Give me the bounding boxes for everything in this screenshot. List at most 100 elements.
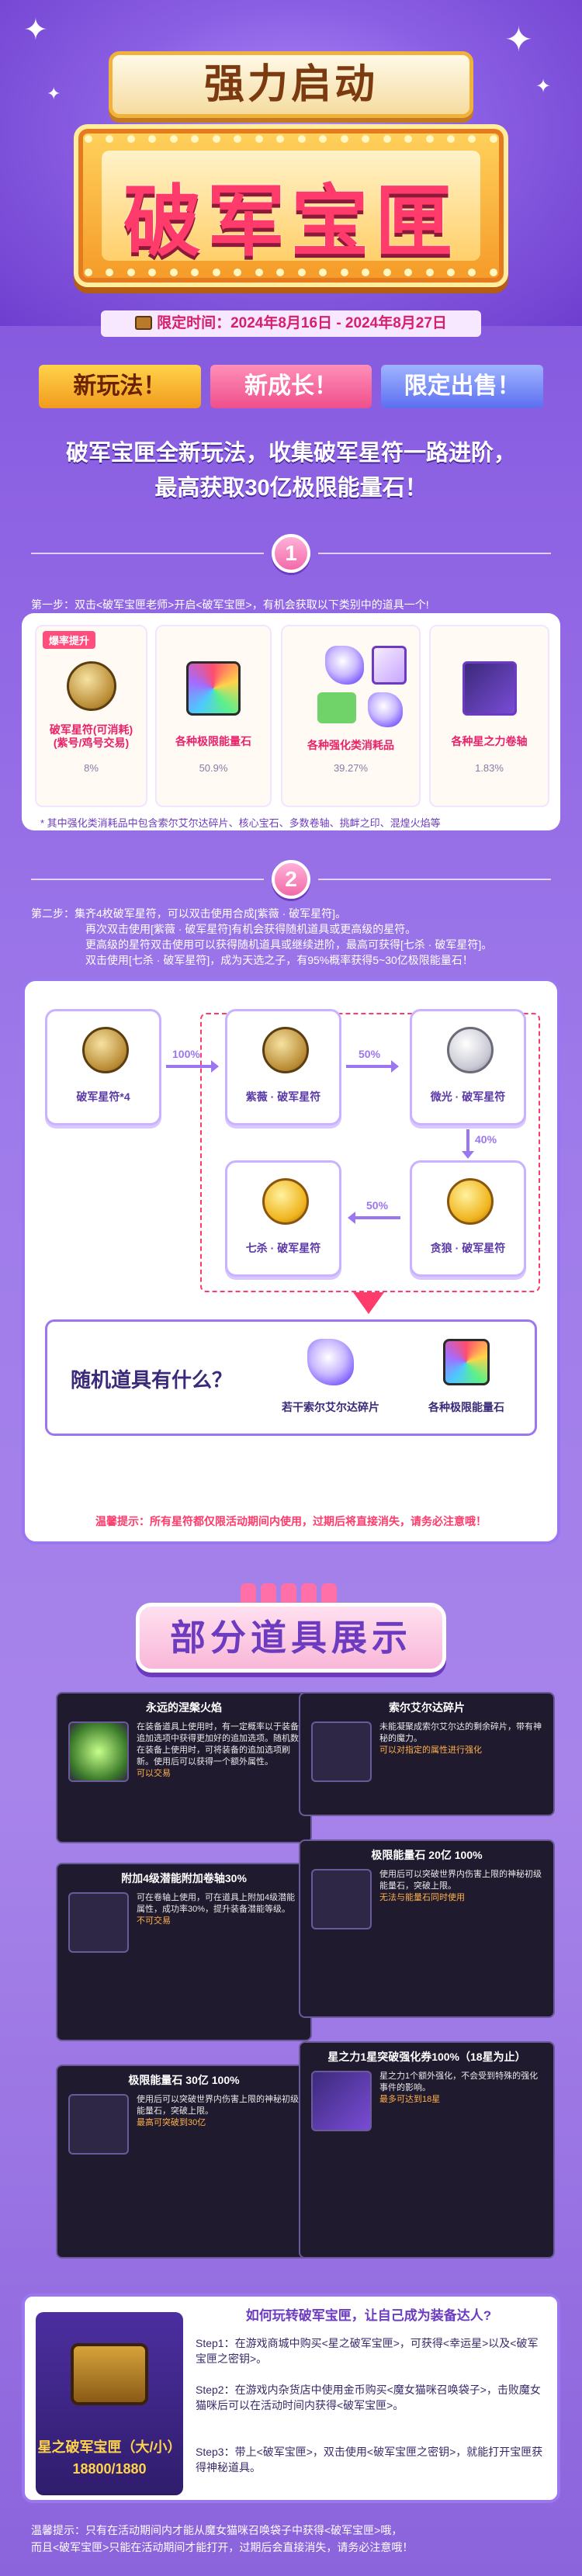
tag-new-growth: 新成长！ (210, 365, 372, 408)
chest-name: 星之破军宝匣（大/小） (37, 2439, 182, 2455)
random-items-title: 随机道具有什么？ (71, 1368, 233, 1392)
sparkle-icon: ✦ (535, 76, 552, 97)
step-divider (318, 879, 551, 880)
flow-arrow (346, 1060, 399, 1073)
random-item-label: 若干索尔艾尔达碎片 (282, 1401, 379, 1413)
reward-name: 各种星之力卷轴 (451, 735, 528, 747)
step-divider (318, 553, 551, 554)
star-talisman-icon (82, 1027, 129, 1073)
guide-step-1: Step1：在游戏商城中购买<星之破军宝匣>，可获得<幸运星>以及<破军宝匣之密… (196, 2337, 539, 2365)
sparkle-icon: ✦ (504, 21, 533, 59)
qisha-talisman-icon (262, 1178, 309, 1225)
flow-rate: 50% (366, 1199, 389, 1212)
guide-question: 如何玩转破军宝匣，让自己成为装备达人? (245, 2308, 492, 2323)
item-card: 索尔艾尔达碎片 未能凝聚成索尔艾尔达的剩余碎片，带有神秘的魔力。可以对指定的属性… (299, 1692, 555, 1816)
treasure-chest-icon (135, 316, 153, 330)
node-label: 微光 · 破军星符 (430, 1090, 506, 1103)
footer-tip-1: 温馨提示：只有在活动期间内才能从魔女猫咪召唤袋子中获得<破军宝匣>哦， (31, 2524, 403, 2536)
scroll-icon (372, 646, 407, 685)
item-desc: 使用后可以突破世界内伤害上限的神秘初级能量石，突破上限。无法与能量石同时使用 (379, 1870, 542, 1902)
energy-stone-icon (443, 1339, 490, 1385)
random-item-label: 各种极限能量石 (428, 1401, 504, 1413)
step-2-text-2: 再次双击使用[紫薇 · 破军星符]有机会获得随机道具或更高级的星符。 (85, 923, 417, 935)
crystal-shard-icon (368, 692, 403, 727)
reward-rate: 8% (84, 762, 99, 774)
tanlang-talisman-icon (447, 1178, 494, 1225)
reward-rate: 39.27% (333, 762, 369, 774)
energy-stone-icon (311, 1869, 372, 1929)
node-label: 破军星符*4 (76, 1090, 130, 1103)
down-arrow-icon (353, 1292, 384, 1316)
node-weiguang-talisman: 微光 · 破军星符 (410, 1009, 526, 1125)
star-talisman-icon (66, 661, 116, 711)
node-tanlang-talisman: 贪狼 · 破军星符 (410, 1160, 526, 1277)
item-extra: 可以对指定的属性进行强化 (379, 1746, 482, 1755)
hero-marquee: 破军宝匣 (74, 124, 508, 287)
flow-rate: 100% (172, 1048, 200, 1060)
item-card: 永远的涅槃火焰 在装备道具上使用时，有一定概率以于装备追加选项中获得更加好的追加… (56, 1692, 312, 1843)
item-title: 极限能量石 20亿 100% (371, 1849, 483, 1861)
flame-icon (68, 1721, 129, 1782)
item-card: 极限能量石 30亿 100% 使用后可以突破世界内伤害上限的神秘初级能量石，突破… (56, 2065, 312, 2259)
item-desc: 可在卷轴上使用，可在道具上附加4级潜能属性，成功率30%，提升装备潜能等级。不可… (137, 1893, 296, 1926)
star-force-scroll-icon (311, 2071, 372, 2131)
energy-stone-icon (186, 661, 241, 716)
item-desc: 未能凝聚成索尔艾尔达的剩余碎片，带有神秘的魔力。可以对指定的属性进行强化 (379, 1722, 542, 1755)
marquee-bulbs (85, 135, 497, 143)
reward-card: 爆率提升 破军星符(可消耗) (紫号/鸡号交易) 8% (35, 625, 147, 807)
reward-rate: 50.9% (199, 762, 228, 774)
step-1-badge: 1 (272, 534, 310, 573)
treasure-chest-icon (71, 2343, 148, 2405)
section-title-plate: 部分道具展示 (136, 1603, 446, 1673)
item-extra: 可以交易 (137, 1769, 171, 1778)
hero-title: 破军宝匣 (123, 179, 459, 265)
step-1-note: * 其中强化类消耗品中包含索尔艾尔达碎片、核心宝石、多数卷轴、挑衅之印、混煌火焰… (40, 817, 441, 829)
sparkle-icon: ✦ (47, 84, 61, 103)
item-card: 附加4级潜能附加卷轴30% 可在卷轴上使用，可在道具上附加4级潜能属性，成功率3… (56, 1863, 312, 2041)
ziwei-talisman-icon (262, 1027, 309, 1073)
item-extra: 最多可达到18星 (379, 2095, 441, 2104)
event-date-bar: 限定时间：2024年8月16日 - 2024年8月27日 (101, 310, 481, 337)
random-items-box: 随机道具有什么？ 若干索尔艾尔达碎片 各种极限能量石 (45, 1319, 537, 1436)
reward-card: 各种极限能量石 50.9% (155, 625, 272, 807)
hero-subtitle: 强力启动 (203, 62, 378, 107)
item-title: 极限能量石 30亿 100% (128, 2074, 240, 2086)
guide-step-3: Step3：带上<破军宝匣>，双击使用<破军宝匣之密钥>，就能打开宝匣获得神秘道… (196, 2446, 543, 2474)
tag-new-gameplay: 新玩法！ (39, 365, 201, 408)
tag-limited-sale: 限定出售！ (381, 365, 544, 408)
node-label: 贪狼 · 破军星符 (430, 1242, 506, 1254)
step-divider (31, 553, 264, 554)
item-title: 索尔艾尔达碎片 (389, 1701, 465, 1714)
item-extra: 无法与能量石同时使用 (379, 1893, 465, 1902)
section-title: 部分道具展示 (170, 1617, 412, 1658)
step-2-warning: 温馨提示：所有星符都仅限活动期间内使用，过期后将直接消失，请务必注意哦！ (95, 1515, 487, 1527)
sparkle-icon: ✦ (23, 14, 48, 47)
item-extra: 不可交易 (137, 1916, 171, 1926)
step-2-badge: 2 (272, 860, 310, 899)
item-card: 星之力1星突破强化券100%（18星为止） 星之力1个额外强化，不会受到特殊的强… (299, 2041, 555, 2259)
reward-card: 各种星之力卷轴 1.83% (429, 625, 549, 807)
node-ziwei-talisman: 紫薇 · 破军星符 (225, 1009, 341, 1125)
title-decoration (241, 1583, 341, 1607)
crystal-shard-icon (311, 1721, 372, 1782)
reward-name: 破军星符(可消耗) (紫号/鸡号交易) (49, 723, 133, 749)
flow-rate: 40% (475, 1133, 497, 1146)
hero-subtitle-plate: 强力启动 (109, 51, 473, 118)
item-desc: 星之力1个额外强化，不会受到特殊的强化事件的影响。最多可达到18星 (379, 2072, 539, 2104)
feature-tags: 新玩法！ 新成长！ 限定出售！ (39, 365, 544, 408)
guide-step-2: Step2：在游戏内杂货店中使用金币购买<魔女猫咪召唤袋子>，击败魔女猫咪后可以… (196, 2384, 541, 2411)
crystal-shard-icon (325, 646, 364, 685)
item-card: 极限能量石 20亿 100% 使用后可以突破世界内伤害上限的神秘初级能量石，突破… (299, 1839, 555, 2018)
event-date: 限定时间：2024年8月16日 - 2024年8月27日 (157, 315, 447, 331)
energy-stone-icon (68, 2094, 129, 2155)
flow-rate: 50% (359, 1048, 381, 1060)
step-2-text-4: 双击使用[七杀 · 破军星符]，成为天选之子，有95%概率获得5~30亿极限能量… (85, 954, 473, 966)
scroll-icon (68, 1892, 129, 1953)
flow-arrow-down (462, 1129, 474, 1159)
node-label: 七杀 · 破军星符 (245, 1242, 321, 1254)
item-desc: 在装备道具上使用时，有一定概率以于装备追加选项中获得更加好的追加选项。随机数在装… (137, 1722, 299, 1778)
reward-name: 各种极限能量石 (175, 735, 251, 747)
item-desc: 使用后可以突破世界内伤害上限的神秘初级能量石，突破上限。最高可突破到30亿 (137, 2095, 299, 2127)
upgrade-loop-frame (200, 1013, 540, 1292)
item-title: 附加4级潜能附加卷轴30% (121, 1872, 247, 1884)
